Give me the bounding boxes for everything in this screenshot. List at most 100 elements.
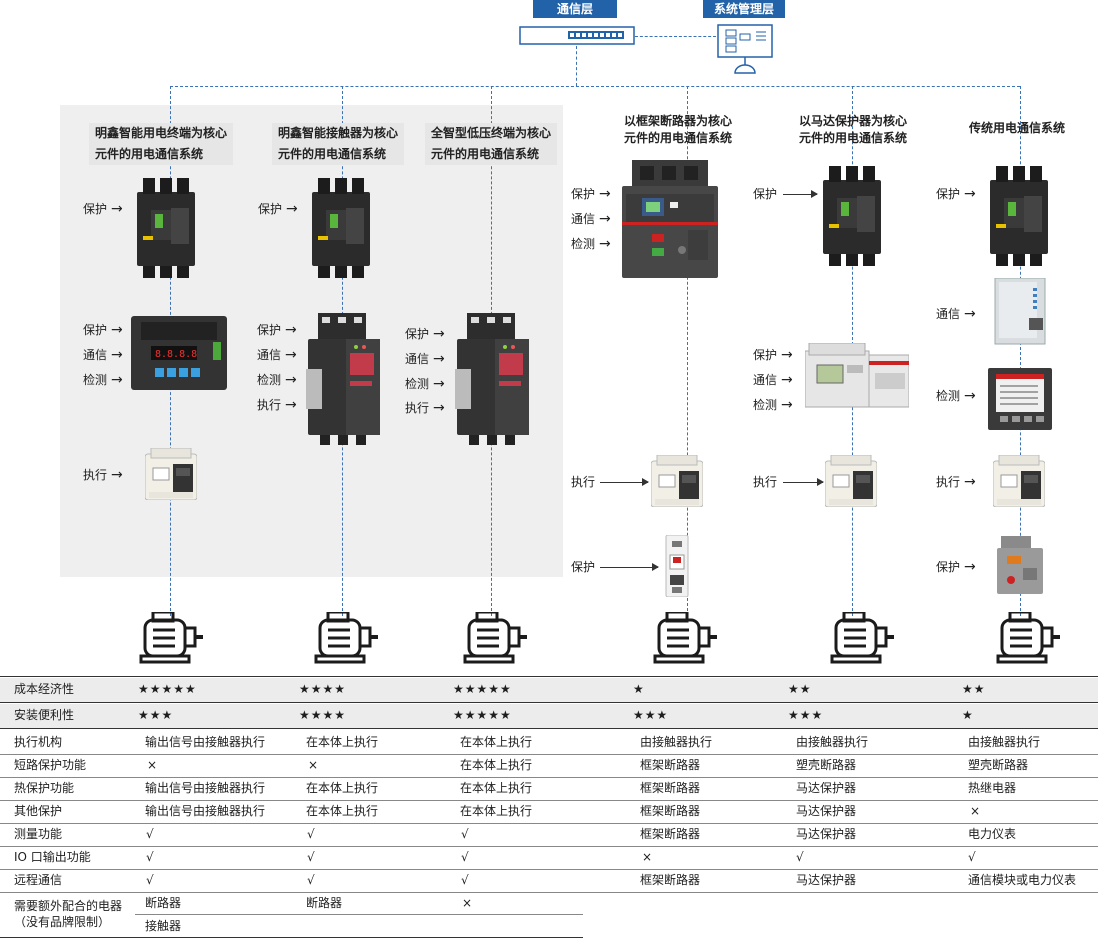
network-switch-icon	[519, 26, 635, 45]
table-cell: ★★	[788, 682, 812, 696]
comm-label: 通信→	[936, 306, 976, 322]
exec-label: 执行→	[257, 397, 297, 413]
table-cell: ★★	[962, 682, 986, 696]
table-cell: √	[461, 873, 469, 887]
comm-label: 通信→	[83, 347, 123, 363]
protect-label: 保护→	[258, 201, 298, 217]
miniature-breaker-image	[665, 535, 689, 597]
comm-label: 通信→	[257, 347, 297, 363]
svg-text:8.8.8.8: 8.8.8.8	[155, 349, 197, 360]
detect-label: 检测→	[936, 388, 976, 404]
row-header: 其他保护	[14, 804, 63, 818]
contactor-image	[651, 455, 703, 507]
table-cell: 马达保护器	[796, 781, 857, 795]
table-cell: 由接触器执行	[796, 735, 869, 749]
table-cell: √	[146, 873, 154, 887]
row-header: 执行机构	[14, 735, 63, 749]
comm-label: 通信→	[405, 351, 445, 367]
table-row: 热保护功能 输出信号由接触器执行 在本体上执行 在本体上执行 框架断路器 马达保…	[0, 777, 1098, 799]
table-cell: ×	[642, 850, 653, 864]
table-cell: 塑壳断路器	[796, 758, 857, 772]
table-row: 短路保护功能 × × 在本体上执行 框架断路器 塑壳断路器 塑壳断路器	[0, 754, 1098, 776]
mgmt-layer-tag: 系统管理层	[703, 0, 785, 18]
table-cell: √	[307, 827, 315, 841]
column-title-2: 明鑫智能接触器为核心 元件的用电通信系统	[272, 123, 405, 165]
row-header: 成本经济性	[14, 682, 75, 696]
motor-icon	[996, 612, 1062, 664]
protect-label: 保护→	[83, 201, 123, 217]
table-cell: ★	[962, 708, 974, 722]
motor-icon	[463, 612, 529, 664]
table-cell: ★★★	[138, 708, 174, 722]
table-cell: √	[968, 850, 976, 864]
table-cell: 断路器	[145, 896, 182, 910]
table-row: 安装便利性 ★★★ ★★★★ ★★★★★ ★★★ ★★★ ★	[0, 704, 1098, 728]
contactor-image	[145, 448, 197, 500]
row-header: 需要额外配合的电器	[14, 899, 123, 913]
table-cell: 热继电器	[968, 781, 1017, 795]
table-cell: 输出信号由接触器执行	[145, 804, 266, 818]
table-cell: ★★★★	[299, 682, 347, 696]
table-cell: √	[796, 850, 804, 864]
protect-arrow	[783, 190, 818, 198]
table-cell: 通信模块或电力仪表	[968, 873, 1077, 887]
detect-label: 检测→	[405, 376, 445, 392]
table-cell: 由接触器执行	[968, 735, 1041, 749]
table-cell: 在本体上执行	[306, 735, 379, 749]
table-cell: 在本体上执行	[460, 735, 533, 749]
table-row: 其他保护 输出信号由接触器执行 在本体上执行 在本体上执行 框架断路器 马达保护…	[0, 800, 1098, 822]
molded-case-breaker-image	[823, 166, 881, 266]
molded-case-breaker-image	[990, 166, 1048, 266]
motor-icon	[139, 612, 205, 664]
detect-label: 检测→	[83, 372, 123, 388]
detect-label: 检测→	[257, 372, 297, 388]
power-meter-image	[988, 368, 1052, 430]
table-row: 执行机构 输出信号由接触器执行 在本体上执行 在本体上执行 由接触器执行 由接触…	[0, 731, 1098, 753]
detect-label: 检测→	[753, 397, 793, 413]
table-cell: 在本体上执行	[460, 781, 533, 795]
table-cell: 接触器	[145, 919, 182, 933]
table-cell: 在本体上执行	[460, 804, 533, 818]
comm-module-image	[994, 278, 1046, 345]
protect-label: 保护→	[257, 322, 297, 338]
table-cell: 在本体上执行	[460, 758, 533, 772]
exec-arrow	[783, 478, 824, 486]
table-cell: ×	[147, 758, 158, 772]
column-title-1: 明鑫智能用电终端为核心 元件的用电通信系统	[89, 123, 234, 165]
table-cell: 在本体上执行	[306, 804, 379, 818]
table-cell: ★★★★	[299, 708, 347, 722]
column-title-3: 全智型低压终端为核心 元件的用电通信系统	[425, 123, 558, 165]
protect-arrow	[600, 563, 659, 571]
contactor-image	[993, 455, 1045, 507]
smart-contactor-image	[455, 313, 529, 445]
air-circuit-breaker-image	[622, 160, 718, 278]
protect-label: 保护	[571, 560, 596, 574]
table-cell: 输出信号由接触器执行	[145, 781, 266, 795]
column-title-4: 以框架断路器为核心 元件的用电通信系统	[624, 114, 733, 145]
table-cell: √	[307, 873, 315, 887]
protect-label: 保护→	[83, 322, 123, 338]
row-header: 热保护功能	[14, 781, 75, 795]
exec-label: 执行→	[405, 400, 445, 416]
table-cell: √	[461, 827, 469, 841]
table-row: 远程通信 √ √ √ 框架断路器 马达保护器 通信模块或电力仪表	[0, 869, 1098, 891]
table-cell: 马达保护器	[796, 873, 857, 887]
table-cell: 由接触器执行	[640, 735, 713, 749]
table-cell: √	[461, 850, 469, 864]
protect-label: 保护→	[571, 186, 611, 202]
motor-icon	[830, 612, 896, 664]
protect-label: 保护→	[936, 186, 976, 202]
table-cell: 框架断路器	[640, 758, 701, 772]
table-cell: ★★★	[633, 708, 669, 722]
motor-protector-image	[805, 343, 909, 408]
table-row: IO 口输出功能 √ √ √ × √ √	[0, 846, 1098, 868]
protect-label: 保护→	[936, 559, 976, 575]
row-header: （没有品牌限制）	[14, 915, 111, 929]
molded-case-breaker-image	[312, 178, 370, 278]
thermal-relay-image	[997, 536, 1043, 594]
table-cell: 断路器	[306, 896, 343, 910]
row-header: 测量功能	[14, 827, 63, 841]
row-header: 远程通信	[14, 873, 63, 887]
row-header: IO 口输出功能	[14, 850, 91, 864]
contactor-image	[825, 455, 877, 507]
